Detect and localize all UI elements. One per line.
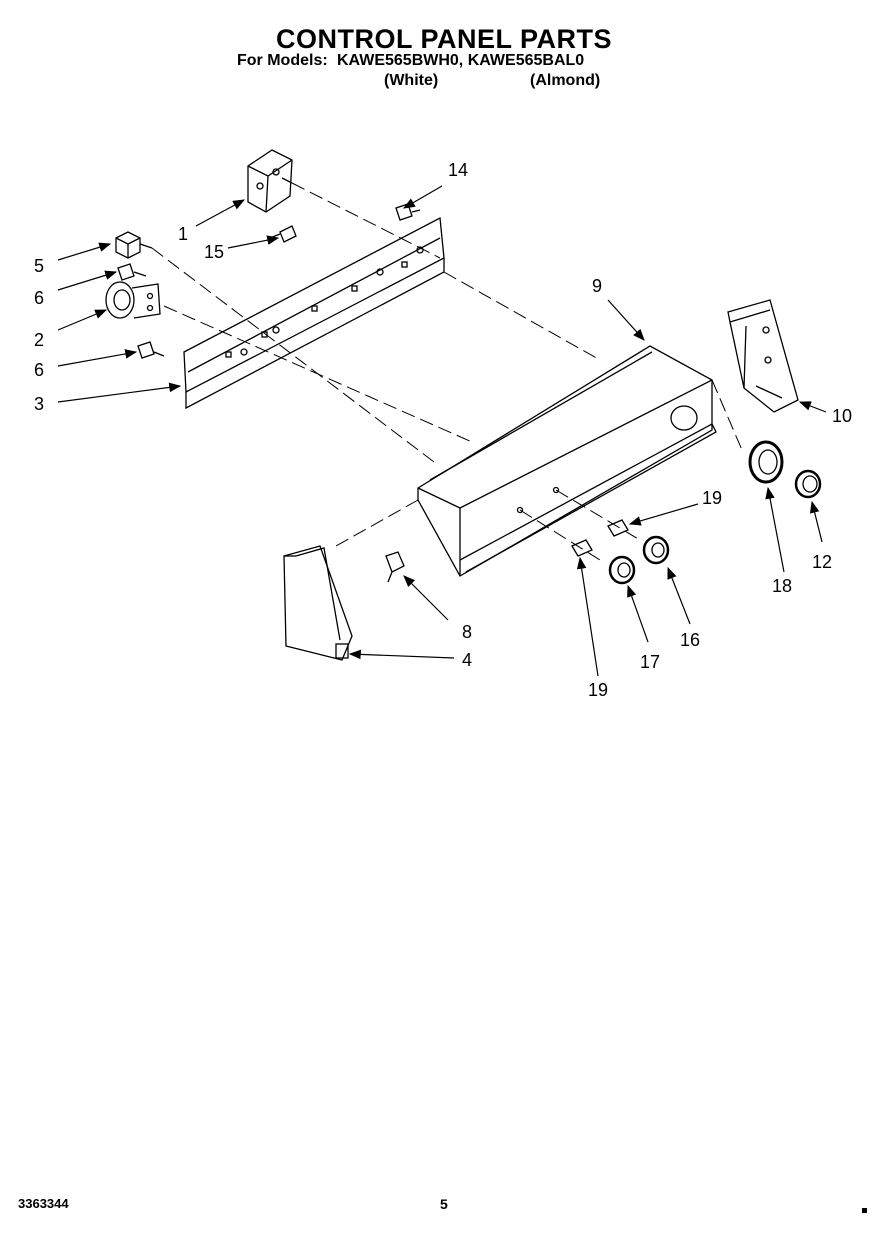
- part-16-knob: [642, 535, 670, 565]
- alignment-lines: [151, 182, 743, 561]
- part-18-ring: [748, 440, 784, 484]
- callout-17: 17: [640, 652, 661, 672]
- for-models-label: For Models:: [237, 52, 328, 69]
- callout-6-lower: 6: [34, 360, 45, 380]
- callout-19-lower: 19: [588, 680, 609, 700]
- leader-arrows: [57, 185, 827, 677]
- part-2-pressure-switch: [105, 281, 161, 319]
- part-9-console-panel: [417, 345, 717, 577]
- document-number: 3363344: [18, 1196, 69, 1211]
- callout-14: 14: [448, 160, 469, 180]
- callout-16: 16: [680, 630, 701, 650]
- part-6-screw-upper: [117, 263, 147, 281]
- page-title: CONTROL PANEL PARTS: [275, 24, 613, 54]
- part-14-screw: [395, 203, 421, 221]
- part-5-switch: [115, 231, 153, 259]
- callout-3: 3: [34, 394, 45, 414]
- callout-4: 4: [462, 650, 473, 670]
- callout-9: 9: [592, 276, 603, 296]
- part-8-clip: [385, 551, 405, 583]
- part-1-bracket: [247, 149, 293, 213]
- model-numbers: KAWE565BWH0, KAWE565BAL0: [337, 52, 585, 69]
- callout-8: 8: [462, 622, 473, 642]
- callout-5: 5: [34, 256, 45, 276]
- part-17-knob: [608, 555, 636, 585]
- callout-10: 10: [832, 406, 853, 426]
- callout-19-upper: 19: [702, 488, 723, 508]
- callout-2: 2: [34, 330, 45, 350]
- part-15-screw: [269, 225, 297, 243]
- corner-mark: [862, 1208, 867, 1213]
- part-10-right-end-cap: [727, 299, 799, 413]
- callout-15: 15: [204, 242, 225, 262]
- color-almond-label: (Almond): [530, 72, 601, 89]
- color-white-label: (White): [384, 72, 439, 89]
- part-3-mounting-bracket: [183, 216, 445, 410]
- part-4-left-end-cap: [283, 545, 353, 661]
- callout-6-upper: 6: [34, 288, 45, 308]
- callout-18: 18: [772, 576, 793, 596]
- part-6-screw-lower: [137, 341, 165, 359]
- part-12-knob: [794, 469, 822, 499]
- callout-12: 12: [812, 552, 833, 572]
- page-number: 5: [440, 1196, 448, 1212]
- callout-1: 1: [178, 224, 189, 244]
- part-19-insert-lower: [571, 539, 593, 557]
